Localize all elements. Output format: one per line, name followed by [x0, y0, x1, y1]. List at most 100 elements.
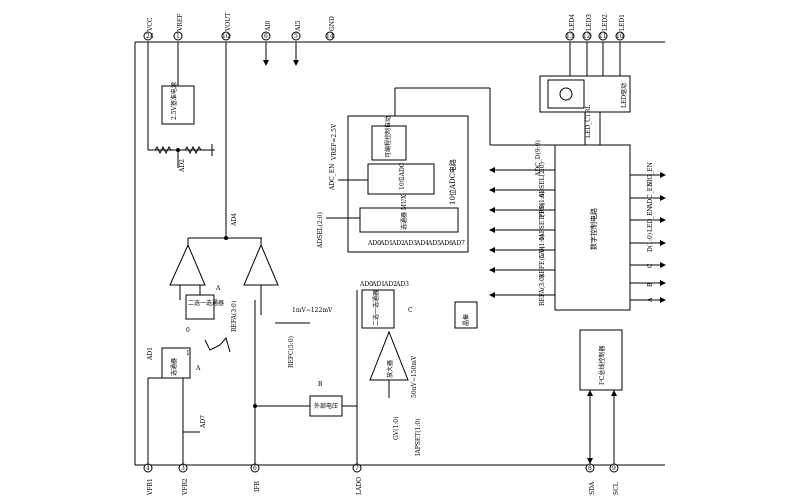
pin-label: IFB — [254, 480, 261, 492]
adc-d-label: ADC_D(9:0) — [535, 140, 542, 177]
led-driver: LED驱动 LED_CTRL — [539, 42, 631, 145]
digital-label: 数字控制电路 — [589, 208, 598, 250]
ai-arrows — [263, 42, 299, 66]
led-drv-label: LED驱动 — [621, 83, 628, 108]
pin-led3: 12 LED3 — [582, 14, 593, 41]
adc-mux-block — [359, 207, 459, 233]
pin-label: VFB2 — [182, 478, 189, 496]
adc-in-5: AD5 — [427, 240, 441, 247]
adc-in-6: AD6 — [439, 240, 453, 247]
pin-number: 8 — [588, 465, 592, 472]
mid-opamp: 1mV~122mV REFC(5:0) — [243, 238, 333, 368]
pin-number: 3 — [181, 465, 185, 472]
adc-group: 10位ADC电路 可编程控制自动 10位ADC 选通器 MUX ADC_EN V… — [317, 87, 555, 253]
adc-in-2: AD2 — [391, 240, 405, 247]
pin-label: VCC — [147, 17, 154, 32]
lower-left-mux: 选通器 0 1 A AD1 AD7 — [147, 327, 231, 465]
pin-number: 10 — [616, 33, 624, 40]
adc-ctrl-block — [371, 125, 407, 161]
pin-label: LED3 — [586, 14, 593, 31]
oscillator: 晶振 — [454, 301, 478, 329]
pin-number: 6 — [253, 465, 257, 472]
i2c-controller: I²C总线控制器 — [579, 329, 623, 464]
pin-label: SDA — [589, 481, 596, 495]
pin-label: LED2 — [602, 14, 609, 31]
right-out-2: LED_EN — [647, 206, 654, 232]
adc-mux-label: 选通器 MUX — [400, 194, 408, 230]
center-mux: 二选一选通器 C AD0 AD1 AD2 AD3 — [356, 281, 413, 465]
adc-en-label: ADC_EN — [329, 164, 336, 191]
refc-range-label: 1mV~122mV — [292, 307, 333, 314]
right-out-1: ADC_EN — [647, 182, 654, 209]
pin-label: AI0 — [265, 20, 272, 32]
mux-zero-label: 0 — [186, 327, 190, 334]
left-opamp — [169, 238, 206, 300]
refa-label: REFA(3:0) — [539, 275, 546, 306]
vref-gen-label: 2.5V基准电源 — [170, 82, 178, 120]
gv-label: GV(1:0) — [539, 235, 546, 258]
pin-number: 4 — [146, 465, 150, 472]
vout-line: AD4 — [188, 42, 262, 240]
pin-label: SCL — [613, 482, 620, 495]
mid-in-3: AD3 — [395, 281, 409, 288]
b-label: B — [318, 381, 323, 388]
digital-left-signals: ADC_D(9:0) ADSEL(2:0) PRS(1:0) IAPSET(1:… — [489, 140, 555, 306]
prs-label: PRS(1:0) — [539, 191, 546, 218]
pin-number: 11 — [599, 33, 607, 40]
adc-in-1: AD1 — [379, 240, 393, 247]
pin-label: VFB1 — [147, 478, 154, 496]
digital-control: 数字控制电路 ADC_D(9:0) ADSEL(2:0) PRS(1:0) IA… — [489, 140, 666, 311]
adc-ctrl-label: 可编程控制自动 — [384, 116, 392, 158]
mux-c-block — [361, 289, 395, 329]
ad7-label: AD7 — [200, 415, 207, 429]
right-out-6: A — [647, 297, 654, 303]
pin-gnd: 14 GND — [325, 16, 336, 41]
pin-number: 5 — [294, 33, 298, 40]
iapset-label: IAPSET(1:0) — [539, 202, 546, 240]
mux-left-a: A — [195, 365, 201, 372]
pin-number: 10 — [222, 33, 230, 40]
left-mux: 二选一选通器 A REFA(3:0) — [185, 285, 238, 332]
vref-gen-block — [161, 85, 195, 125]
pin-label: LED4 — [569, 14, 576, 31]
adsel-out-label: ADSEL(2:0) — [539, 162, 546, 199]
right-out-4: C — [647, 263, 654, 268]
ad1-label: AD1 — [147, 347, 154, 361]
right-out-3: D(1:0) — [647, 233, 654, 252]
adc-in-0: AD0 — [367, 240, 381, 247]
adc-in-3: AD3 — [403, 240, 417, 247]
iapset2-label: IAPSET(1:0) — [415, 418, 422, 456]
pin-led2: 11 LED2 — [598, 14, 609, 41]
pin-number: 7 — [355, 465, 359, 472]
digital-block — [554, 144, 631, 311]
adsel-label: ADSEL(2:0) — [317, 212, 324, 249]
i2c-block — [579, 329, 623, 391]
mux-a-letter: A — [215, 285, 221, 292]
pin-label: GND — [329, 16, 336, 31]
pin-number: 14 — [326, 33, 334, 40]
refc-label: REFC(5:0) — [288, 336, 295, 368]
vref-25-label: VREF=2.5V — [331, 123, 338, 161]
ext-volt-label: 外部电压 — [314, 402, 338, 410]
gain-range-label: 50nV~150mV — [411, 355, 418, 398]
ad4-label: AD4 — [231, 213, 238, 227]
gain-amp: 放大器 GV(1:0) 50nV~150mV IAPSET(1:0) — [369, 330, 422, 456]
gv2-label: GV(1:0) — [393, 417, 400, 440]
pin-number: 24 — [146, 33, 154, 40]
pin-label: AI5 — [295, 20, 302, 32]
mux-a-label: 二选一选通器 — [188, 299, 224, 307]
osc-label: 晶振 — [462, 314, 470, 326]
mux-left-label: 选通器 — [170, 358, 178, 376]
pin-number: 12 — [583, 33, 591, 40]
